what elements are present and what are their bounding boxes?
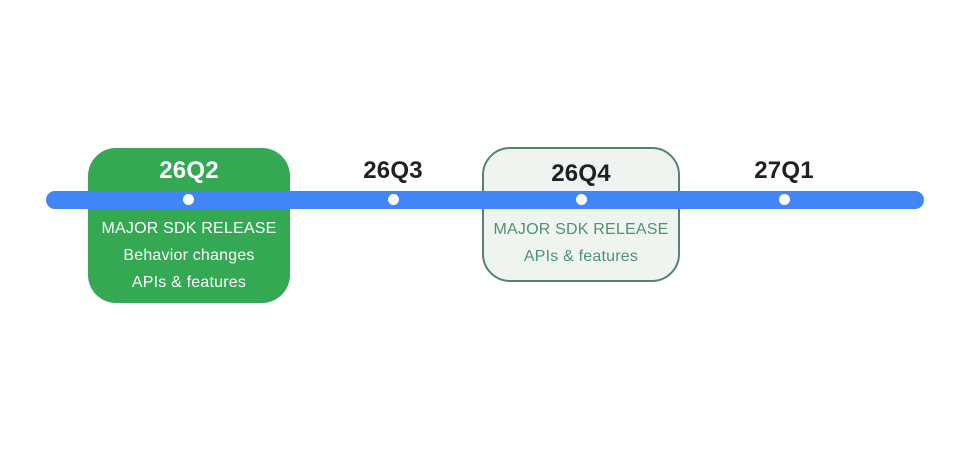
timeline-dot-27q1 xyxy=(779,194,790,205)
milestone-details-26q2: MAJOR SDK RELEASE Behavior changes APIs … xyxy=(88,209,290,296)
detail-line: Behavior changes xyxy=(123,247,255,264)
detail-line: APIs & features xyxy=(131,274,247,291)
milestone-label-26q4: 26Q4 xyxy=(551,160,611,187)
milestone-label-27q1: 27Q1 xyxy=(754,157,814,184)
milestone-label-26q3: 26Q3 xyxy=(363,157,423,184)
milestone-details-26q4: MAJOR SDK RELEASE APIs & features xyxy=(484,209,678,270)
timeline-dot-26q2 xyxy=(183,194,194,205)
milestone-card-26q4: 26Q4 MAJOR SDK RELEASE APIs & features xyxy=(482,147,680,282)
detail-line: MAJOR SDK RELEASE xyxy=(101,220,277,237)
detail-line: MAJOR SDK RELEASE xyxy=(493,221,669,238)
timeline-dot-26q4 xyxy=(576,194,587,205)
milestone-card-26q2: 26Q2 MAJOR SDK RELEASE Behavior changes … xyxy=(88,148,290,303)
timeline-bar xyxy=(46,191,924,209)
milestone-label-26q2: 26Q2 xyxy=(159,157,219,184)
timeline-dot-26q3 xyxy=(388,194,399,205)
detail-line: APIs & features xyxy=(523,248,639,265)
